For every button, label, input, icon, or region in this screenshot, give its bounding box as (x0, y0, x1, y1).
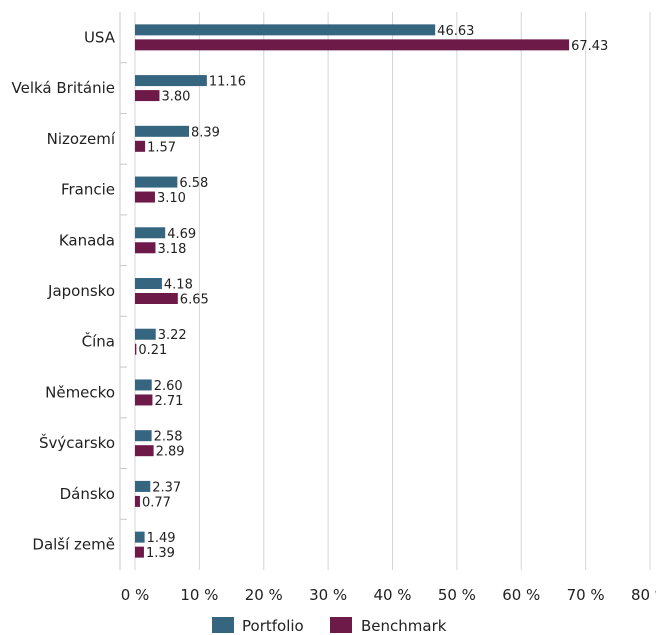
data-label-portfolio: 3.22 (158, 328, 187, 343)
data-label-benchmark: 3.10 (157, 191, 186, 206)
category-axis: USA Velká BritánieNizozemíFrancieKanadaJa… (12, 12, 127, 570)
data-label-benchmark: 3.80 (161, 90, 190, 105)
x-tick-label: 70 % (567, 586, 605, 604)
grid-layer (134, 12, 651, 570)
data-label-benchmark: 3.18 (157, 242, 186, 257)
x-tick-label: 10 % (180, 586, 218, 604)
category-label: Nizozemí (47, 130, 116, 148)
data-label-portfolio: 2.37 (152, 480, 181, 495)
x-tick-label: 50 % (438, 586, 476, 604)
bar-benchmark (135, 293, 178, 304)
bar-benchmark (135, 343, 137, 355)
category-label: Velká Británie (12, 79, 115, 97)
bar-layer: 46.6367.4311.163.808.391.576.583.104.693… (135, 24, 608, 561)
legend-label-benchmark: Benchmark (361, 617, 447, 635)
bar-portfolio (135, 328, 156, 340)
data-label-benchmark: 0.77 (142, 495, 171, 510)
legend-swatch-benchmark (330, 617, 352, 633)
bar-portfolio (135, 75, 207, 87)
category-label: Další země (32, 536, 115, 554)
data-label-benchmark: 0.21 (138, 343, 167, 358)
bar-benchmark (135, 39, 570, 51)
data-label-portfolio: 11.16 (209, 75, 246, 90)
bar-portfolio (135, 531, 145, 543)
data-label-portfolio: 1.49 (147, 531, 176, 546)
x-tick-label: 80 % (631, 586, 656, 604)
data-label-portfolio: 2.60 (154, 379, 183, 394)
bar-benchmark (135, 191, 155, 203)
bar-portfolio (135, 176, 178, 188)
legend-label-portfolio: Portfolio (242, 617, 304, 635)
data-label-portfolio: 4.18 (164, 278, 193, 293)
data-label-portfolio: 4.69 (167, 227, 196, 242)
bar-benchmark (135, 242, 156, 254)
x-tick-label: 60 % (502, 586, 540, 604)
data-label-portfolio: 8.39 (191, 125, 220, 140)
x-tick-label: 20 % (245, 586, 283, 604)
bar-portfolio (135, 278, 162, 289)
x-axis-ticks: 0 % 10 % 20 % 30 % 40 % 50 % 60 % 70 % 80 % (121, 586, 656, 604)
bar-portfolio (135, 430, 152, 442)
x-tick-label: 30 % (309, 586, 347, 604)
data-label-benchmark: 2.89 (156, 445, 185, 460)
data-label-benchmark: 67.43 (571, 39, 608, 54)
legend-swatch-portfolio (212, 617, 234, 633)
bar-portfolio (135, 24, 436, 36)
bar-benchmark (135, 394, 153, 406)
bar-benchmark (135, 546, 144, 558)
x-tick-label: 40 % (373, 586, 411, 604)
data-label-portfolio: 46.63 (437, 24, 474, 39)
category-label: Kanada (59, 231, 115, 249)
data-label-benchmark: 1.39 (146, 546, 175, 561)
bar-portfolio (135, 227, 166, 239)
category-label: Německo (45, 383, 115, 401)
category-label: Dánsko (60, 485, 115, 503)
category-label: USA (84, 28, 116, 46)
bar-benchmark (135, 445, 154, 457)
bar-benchmark (135, 140, 146, 152)
bar-portfolio (135, 125, 190, 137)
category-label: Japonsko (47, 282, 115, 300)
legend: Portfolio Benchmark (212, 617, 447, 635)
bar-portfolio (135, 379, 152, 391)
data-label-portfolio: 6.58 (179, 176, 208, 191)
bar-portfolio (135, 480, 151, 492)
category-label: Švýcarsko (39, 433, 115, 452)
data-label-benchmark: 6.65 (180, 293, 209, 308)
x-tick-label: 0 % (121, 586, 150, 604)
bar-benchmark (135, 495, 140, 507)
bar-benchmark (135, 90, 160, 102)
data-label-portfolio: 2.58 (154, 430, 183, 445)
category-label: Francie (61, 181, 115, 199)
data-label-benchmark: 1.57 (147, 140, 176, 155)
data-label-benchmark: 2.71 (154, 394, 183, 409)
category-label: Čína (82, 332, 115, 351)
